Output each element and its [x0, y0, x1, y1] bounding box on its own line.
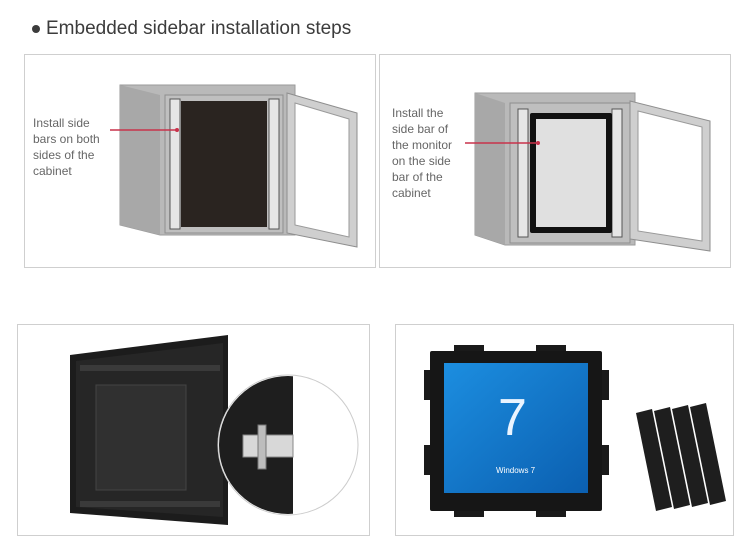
section-title: Embedded sidebar installation steps	[46, 18, 352, 39]
monitor-front-panel: 7 Windows 7	[395, 324, 734, 536]
bullet-icon	[32, 25, 40, 33]
monitor-back-panel	[17, 324, 370, 536]
windows-7-logo-icon: 7	[498, 389, 527, 447]
monitor-front-illustration: 7 Windows 7	[424, 345, 726, 517]
section-heading: Embedded sidebar installation steps	[32, 18, 351, 40]
step-1-panel: Install side bars on both sides of the c…	[24, 54, 376, 268]
step-2-panel: Install the side bar of the monitor on t…	[379, 54, 731, 268]
step-2-caption: Install the side bar of the monitor on t…	[392, 106, 453, 200]
screen-text: Windows 7	[496, 466, 536, 475]
monitor-back-illustration	[70, 335, 359, 525]
cabinet-monitor-illustration	[465, 92, 711, 252]
cabinet-sidebars-illustration	[110, 84, 358, 248]
step-1-caption: Install side bars on both sides of the c…	[33, 116, 100, 178]
